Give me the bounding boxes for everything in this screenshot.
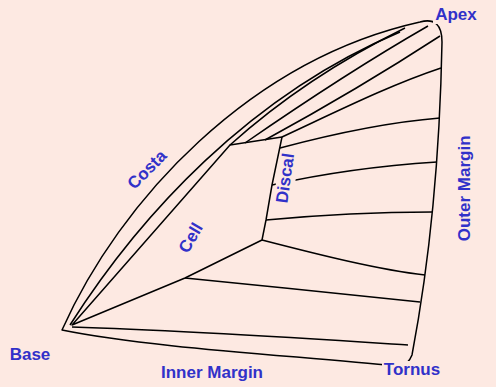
cell-outline xyxy=(72,137,282,325)
part-label: Outer Margin xyxy=(456,133,475,243)
vein xyxy=(266,212,432,220)
vein xyxy=(185,278,420,302)
part-label: Tornus xyxy=(382,361,442,380)
vein xyxy=(230,28,405,145)
part-label: Inner Margin xyxy=(159,364,265,383)
part-label: Costa xyxy=(123,145,172,194)
wing-outline xyxy=(62,21,442,366)
part-label: Apex xyxy=(433,6,479,25)
part-label: Cell xyxy=(175,218,209,258)
vein xyxy=(262,240,425,275)
part-label: Base xyxy=(8,346,53,365)
vein xyxy=(280,118,440,148)
vein xyxy=(245,26,428,143)
subcosta-vein xyxy=(70,32,400,325)
vein xyxy=(265,36,440,140)
vein xyxy=(72,327,408,345)
vein xyxy=(282,68,441,137)
